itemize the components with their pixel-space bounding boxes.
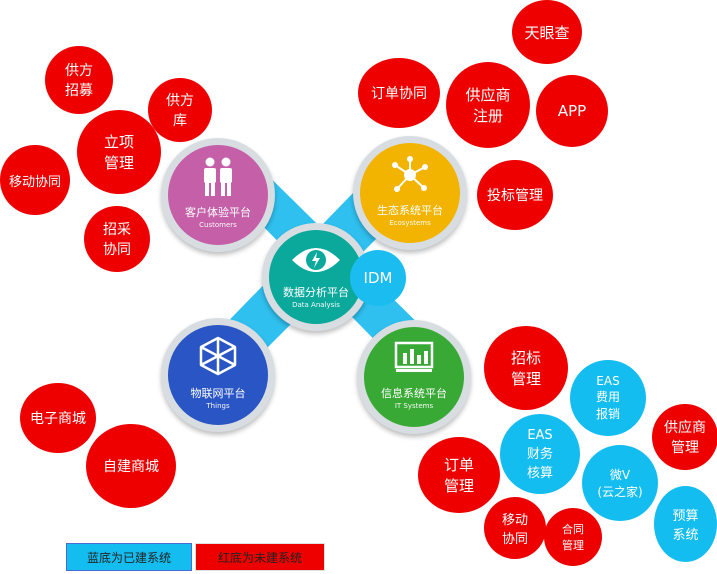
- bubble-dingdan-guanli: 订单 管理: [418, 437, 500, 513]
- people-icon: [204, 157, 232, 196]
- bubble-label: EAS 费用 报销: [595, 374, 620, 421]
- bubble-gongyingshang-zhuce: 供应商 注册: [446, 62, 530, 148]
- platform-label: 客户体验平台: [185, 206, 251, 219]
- platform-sublabel: Customers: [199, 221, 237, 229]
- bubble-label: EAS 财务 核算: [526, 427, 553, 481]
- platform-sublabel: Data Analysis: [292, 301, 340, 309]
- platform-label: 数据分析平台: [283, 286, 349, 299]
- bubble-label: 供应商 管理: [664, 420, 706, 456]
- platform-label: 物联网平台: [190, 387, 246, 400]
- bubble-label: 移动 协同: [501, 513, 528, 547]
- bubble-label: 移动协同: [8, 174, 61, 190]
- bubble-label: APP: [557, 102, 587, 120]
- platform-sublabel: Things: [206, 402, 230, 410]
- bubble-yusuan-xitong[interactable]: 预算 系统: [654, 486, 717, 562]
- bubble-lixiang-guanli: 立项 管理: [77, 110, 161, 194]
- bubble-eas-caiwu[interactable]: EAS 财务 核算: [500, 414, 580, 494]
- platform-label: 信息系统平台: [381, 387, 447, 400]
- platform-label: 生态系统平台: [377, 204, 443, 217]
- bubble-label: 电子商城: [30, 411, 86, 427]
- data-analysis-platform: 数据分析平台 Data Analysis: [262, 223, 370, 331]
- bubble-gongyingshang-guanli: 供应商 管理: [652, 404, 717, 470]
- cube-network-icon: [199, 336, 237, 376]
- idm-node: IDM: [350, 250, 406, 306]
- bubble-eas-feiyong[interactable]: EAS 费用 报销: [570, 360, 646, 436]
- bubble-label: 招标 管理: [510, 349, 541, 388]
- bubble-label: 投标管理: [487, 188, 543, 204]
- bubble-label: 供应商 注册: [465, 86, 511, 125]
- bubble-weiv[interactable]: 微V (云之家): [582, 445, 658, 521]
- legend-unbuilt: 红底为未建系统: [195, 543, 325, 571]
- bubble-label: 预算 系统: [672, 509, 699, 543]
- bubble-gongfang-zhaomu: 供方 招募: [45, 46, 113, 114]
- network-node-icon: [392, 156, 428, 192]
- bubble-gongfang-ku: 供方 库: [148, 78, 212, 142]
- bubble-dianzi-shangcheng: 电子商城: [20, 383, 96, 453]
- monitor-chart-icon: [394, 341, 434, 372]
- bubble-app: APP: [536, 75, 608, 147]
- bubble-label: 微V (云之家): [597, 468, 643, 499]
- bubble-zhaocai-xietong: 招采 协同: [84, 206, 150, 272]
- bubble-yidong-xietong-left: 移动协同: [0, 145, 70, 215]
- legend-built: 蓝底为已建系统: [66, 543, 192, 571]
- bubble-toubiao-guanli: 投标管理: [477, 160, 553, 230]
- bubble-label: 招采 协同: [103, 222, 131, 258]
- bubble-label: 自建商城: [103, 459, 159, 475]
- bubble-label: 订单 管理: [443, 456, 474, 495]
- bubble-label: 供方 库: [166, 93, 194, 129]
- bubble-yidong-xietong-bottom: 移动 协同: [484, 497, 546, 559]
- eye-icon: [292, 248, 340, 272]
- things-platform: 物联网平台 Things: [161, 318, 275, 432]
- bubble-label: 订单协同: [371, 86, 427, 102]
- ecosystems-platform: 生态系统平台 Ecosystems: [353, 136, 467, 250]
- platform-sublabel: Ecosystems: [389, 219, 431, 227]
- bubble-tianyancha: 天眼查: [512, 0, 582, 64]
- bubble-label: 供方 招募: [65, 63, 93, 99]
- bubble-zijian-shangcheng: 自建商城: [86, 424, 176, 508]
- bubble-label: 合同 管理: [562, 523, 584, 552]
- bubble-label: 立项 管理: [103, 133, 134, 172]
- bubble-dingdan-xietong: 订单协同: [358, 58, 440, 128]
- bubble-hetong-guanli: 合同 管理: [544, 508, 602, 566]
- customers-platform: 客户体验平台 Customers: [161, 138, 275, 252]
- platform-sublabel: IT Systems: [394, 402, 434, 410]
- bubble-zhaobiao-guanli: 招标 管理: [484, 326, 568, 410]
- it-systems-platform: 信息系统平台 IT Systems: [357, 320, 471, 434]
- bubble-label: 天眼查: [524, 23, 570, 42]
